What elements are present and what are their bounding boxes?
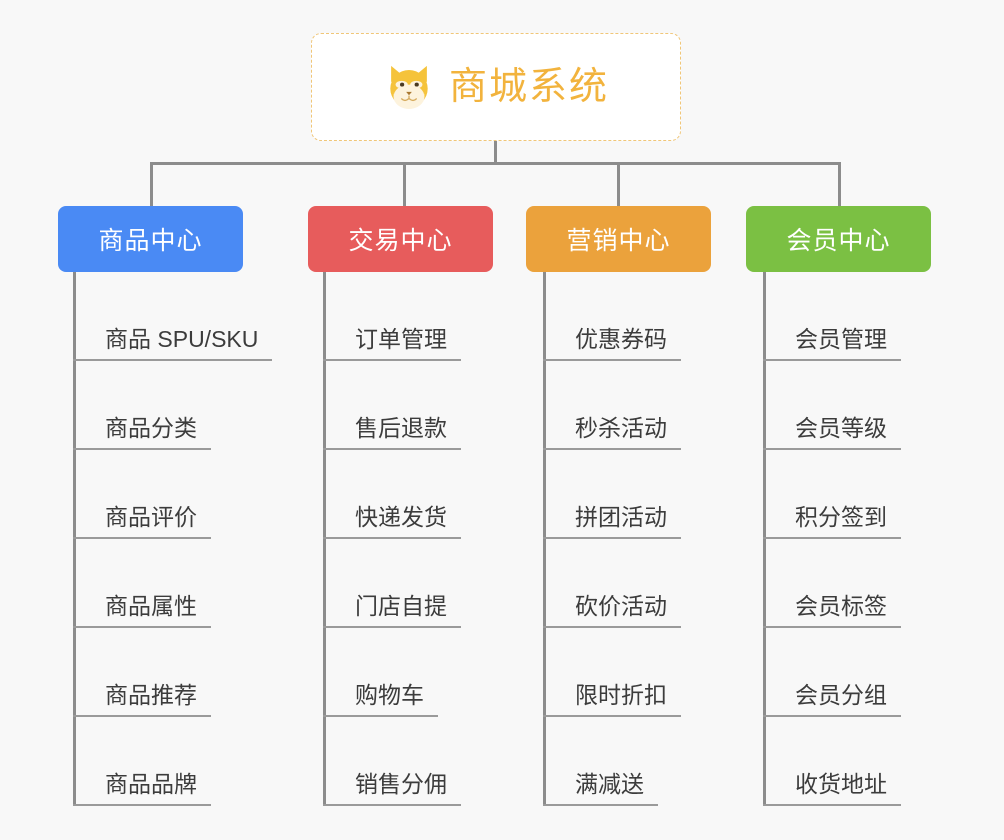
leaf-label: 会员分组 bbox=[795, 681, 887, 708]
leaf-label: 售后退款 bbox=[355, 414, 447, 441]
list-item[interactable]: 商品推荐 bbox=[73, 628, 211, 717]
leaf-label: 会员标签 bbox=[795, 592, 887, 619]
category-label-marketing: 营销中心 bbox=[566, 227, 671, 255]
list-item[interactable]: 限时折扣 bbox=[543, 628, 681, 717]
leaf-label: 商品推荐 bbox=[105, 681, 197, 708]
list-item[interactable]: 商品评价 bbox=[73, 450, 211, 539]
list-item[interactable]: 秒杀活动 bbox=[543, 361, 681, 450]
category-label-member: 会员中心 bbox=[786, 227, 891, 255]
leaf-label: 购物车 bbox=[355, 681, 424, 708]
column-spine-member bbox=[763, 272, 766, 806]
column-spine-product bbox=[73, 272, 76, 806]
shiba-dog-face-icon bbox=[383, 61, 435, 113]
list-item[interactable]: 商品分类 bbox=[73, 361, 211, 450]
category-box-member[interactable]: 会员中心 bbox=[746, 206, 931, 272]
column-spine-marketing bbox=[543, 272, 546, 806]
list-item[interactable]: 售后退款 bbox=[323, 361, 461, 450]
leaf-label: 满减送 bbox=[575, 770, 644, 797]
connector-root-stem bbox=[494, 141, 497, 165]
leaf-label: 限时折扣 bbox=[575, 681, 667, 708]
leaf-label: 会员等级 bbox=[795, 414, 887, 441]
root-title: 商城系统 bbox=[448, 66, 609, 108]
leaf-label: 商品 SPU/SKU bbox=[105, 325, 259, 352]
leaf-label: 收货地址 bbox=[795, 770, 887, 797]
list-item[interactable]: 会员等级 bbox=[763, 361, 901, 450]
leaf-label: 优惠券码 bbox=[575, 325, 667, 352]
leaf-label: 快递发货 bbox=[355, 503, 447, 530]
leaf-label: 销售分佣 bbox=[355, 770, 447, 797]
leaf-label: 砍价活动 bbox=[575, 592, 667, 619]
leaf-label: 商品品牌 bbox=[105, 770, 197, 797]
list-item[interactable]: 商品属性 bbox=[73, 539, 211, 628]
list-item[interactable]: 满减送 bbox=[543, 717, 658, 806]
leaf-label: 会员管理 bbox=[795, 325, 887, 352]
list-item[interactable]: 优惠券码 bbox=[543, 272, 681, 361]
leaf-label: 门店自提 bbox=[355, 592, 447, 619]
list-item[interactable]: 门店自提 bbox=[323, 539, 461, 628]
list-item[interactable]: 订单管理 bbox=[323, 272, 461, 361]
leaf-label: 订单管理 bbox=[355, 325, 447, 352]
column-spine-trade bbox=[323, 272, 326, 806]
leaf-label: 商品属性 bbox=[105, 592, 197, 619]
category-label-trade: 交易中心 bbox=[348, 227, 453, 255]
list-item[interactable]: 会员标签 bbox=[763, 539, 901, 628]
connector-stem-category-2 bbox=[403, 162, 406, 208]
category-box-marketing[interactable]: 营销中心 bbox=[526, 206, 711, 272]
connector-stem-category-1 bbox=[150, 162, 153, 208]
leaf-label: 秒杀活动 bbox=[575, 414, 667, 441]
list-item[interactable]: 销售分佣 bbox=[323, 717, 461, 806]
category-label-product: 商品中心 bbox=[98, 227, 203, 255]
connector-stem-category-4 bbox=[838, 162, 841, 208]
list-item[interactable]: 购物车 bbox=[323, 628, 438, 717]
list-item[interactable]: 积分签到 bbox=[763, 450, 901, 539]
list-item[interactable]: 会员分组 bbox=[763, 628, 901, 717]
leaf-label: 商品评价 bbox=[105, 503, 197, 530]
list-item[interactable]: 会员管理 bbox=[763, 272, 901, 361]
list-item[interactable]: 收货地址 bbox=[763, 717, 901, 806]
connector-horizontal-bus bbox=[150, 162, 841, 165]
list-item[interactable]: 拼团活动 bbox=[543, 450, 681, 539]
category-box-trade[interactable]: 交易中心 bbox=[308, 206, 493, 272]
connector-stem-category-3 bbox=[617, 162, 620, 208]
list-item[interactable]: 商品 SPU/SKU bbox=[73, 272, 273, 361]
list-item[interactable]: 商品品牌 bbox=[73, 717, 211, 806]
list-item[interactable]: 砍价活动 bbox=[543, 539, 681, 628]
leaf-label: 商品分类 bbox=[105, 414, 197, 441]
leaf-label: 积分签到 bbox=[795, 503, 887, 530]
category-box-product[interactable]: 商品中心 bbox=[58, 206, 243, 272]
list-item[interactable]: 快递发货 bbox=[323, 450, 461, 539]
leaf-label: 拼团活动 bbox=[575, 503, 667, 530]
root-node[interactable]: 商城系统 bbox=[311, 33, 681, 141]
